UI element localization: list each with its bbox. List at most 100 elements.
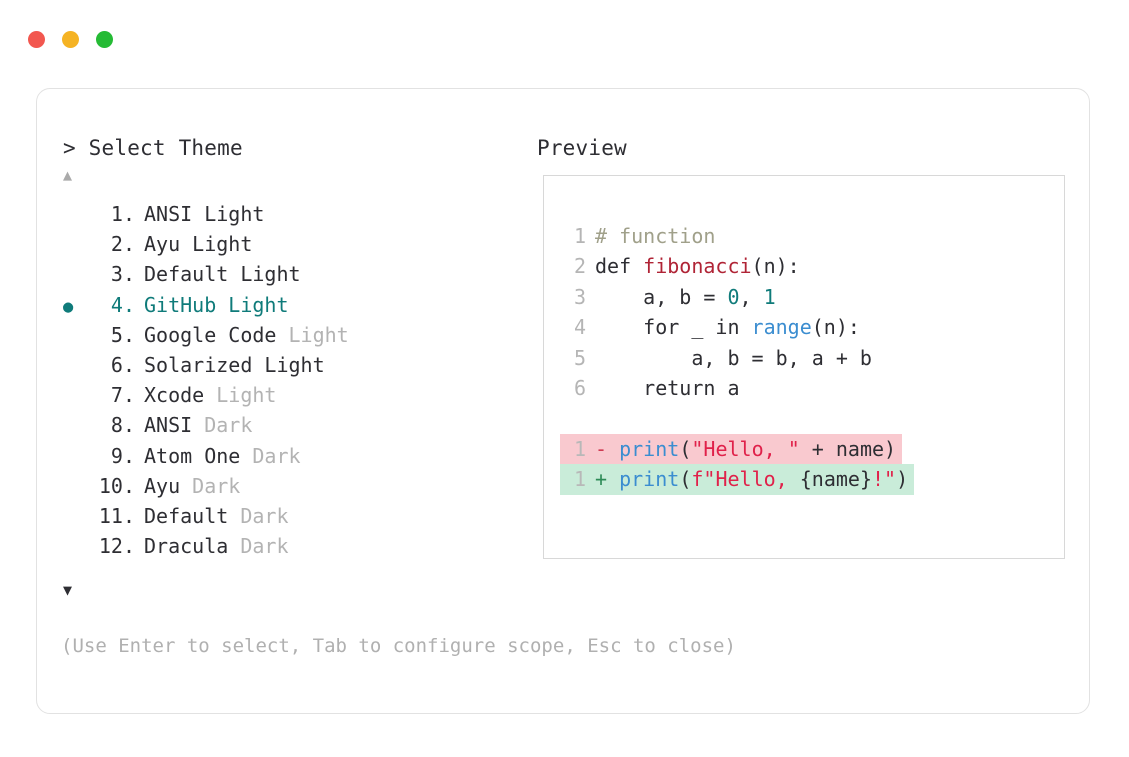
theme-list-item[interactable]: 11. Default Dark [63,501,503,531]
theme-item-label: Google Code Light [144,322,349,347]
theme-item-variant: Dark [240,443,301,468]
token-plain: , [739,284,764,309]
theme-item-label: ANSI Light [144,202,265,226]
code-line: 6 return a [560,373,1064,403]
theme-list-item[interactable]: 9. Atom One Dark [63,441,503,471]
bullet-placeholder [63,201,87,231]
theme-item-index: 11. [98,503,135,528]
diff-marker: + [595,467,620,492]
theme-list: 1.ANSI Light 2. Ayu Light 3. Default Light… [63,199,503,561]
theme-item-label: ANSI Dark [144,413,253,438]
code-text: a, b = b, a + b [586,343,872,373]
theme-item-variant: Dark [180,473,241,498]
diff-block: 1- print("Hello, " + name)1+ print(f"Hel… [560,433,1064,495]
token-plain: (n): [811,315,860,340]
token-builtin: print [619,467,680,492]
theme-item-label: Default Dark [144,503,289,528]
token-plain: def [595,254,644,279]
diff-line-number: 1 [560,433,586,465]
theme-item-index: 4. [98,292,135,317]
preview-heading: Preview [537,136,627,160]
minimize-dot[interactable] [62,31,79,48]
theme-item-variant: Light [204,383,277,408]
code-text: def fibonacci(n): [586,251,800,281]
theme-item-label: Default Light [144,262,301,287]
select-theme-heading: > Select Theme [63,136,243,160]
diff-line-add: 1+ print(f"Hello, {name}!") [560,464,1064,495]
token-builtin: range [751,315,812,340]
token-plain: ) [896,467,909,492]
line-number: 3 [573,284,586,309]
line-number: 6 [573,375,586,400]
line-number: 1 [573,224,586,248]
maximize-dot[interactable] [96,31,113,48]
token-num: 1 [763,284,776,309]
bullet-placeholder [63,231,87,261]
bullet-placeholder [63,322,87,352]
theme-item-variant: Dark [228,503,289,528]
theme-item-variant: Light [216,292,289,317]
bullet-placeholder [63,382,87,412]
diff-line-text: + print(f"Hello, {name}!") [586,464,915,495]
line-number: 2 [573,254,586,279]
diff-marker: - [595,436,620,461]
theme-item-variant: Dark [228,534,289,559]
bullet-placeholder [63,261,87,291]
theme-list-item[interactable]: 2. Ayu Light [63,229,503,259]
keyboard-hint: (Use Enter to select, Tab to configure s… [61,635,736,657]
theme-list-item[interactable]: ● 4. GitHub Light [63,290,503,320]
bullet-placeholder [63,443,87,473]
theme-list-item[interactable]: 7.Xcode Light [63,380,503,410]
theme-list-item[interactable]: 5. Google Code Light [63,320,503,350]
code-text: for _ in range(n): [586,312,860,342]
theme-item-label: GitHub Light [144,292,289,317]
code-line: 1 # function [560,221,1064,251]
theme-item-label: Atom One Dark [144,443,301,468]
scroll-down-icon[interactable]: ▼ [63,581,73,599]
line-number: 5 [573,345,586,370]
code-blank-line [560,403,1064,433]
code-text: a, b = 0, 1 [586,282,776,312]
line-number: 4 [573,315,586,340]
token-string: !" [871,467,897,492]
bullet-placeholder [63,473,87,503]
selected-bullet-icon: ● [63,296,74,317]
theme-list-item[interactable]: 6. Solarized Light [63,350,503,380]
code-line: 5 a, b = b, a + b [560,343,1064,373]
theme-list-item[interactable]: 10.Ayu Dark [63,471,503,501]
token-string: f"Hello, [691,467,800,492]
token-plain: return a [595,375,740,400]
theme-item-label: Dracula Dark [144,534,289,559]
theme-item-index: 12. [98,534,135,559]
theme-item-index: 6. [98,352,135,377]
diff-line-del: 1- print("Hello, " + name) [560,433,1064,465]
theme-item-index: 2. [98,232,135,257]
theme-list-item[interactable]: 8.ANSI Dark [63,410,503,440]
token-builtin: print [619,436,680,461]
theme-selector-card: > Select Theme Preview ▲ ▼ 1.ANSI Light … [36,88,1090,714]
theme-item-label: Solarized Light [144,352,325,377]
bullet-placeholder [63,533,87,563]
theme-list-item[interactable]: 3. Default Light [63,259,503,289]
theme-item-index: 3. [98,262,135,287]
token-plain: a, b = [595,284,728,309]
theme-item-variant: Light [276,322,349,347]
theme-item-label: Ayu Light [144,232,253,257]
token-plain: {name} [799,467,872,492]
theme-item-index: 5. [98,322,135,347]
token-comment: # function [595,224,716,248]
theme-item-index: 9. [98,443,135,468]
token-plain: ( [679,436,692,461]
diff-line-text: - print("Hello, " + name) [586,433,903,465]
token-plain: a, b = b, a + b [595,345,872,370]
close-dot[interactable] [28,31,45,48]
theme-list-item[interactable]: 1.ANSI Light [63,199,503,229]
code-text: # function [586,221,715,251]
scroll-up-icon[interactable]: ▲ [63,166,73,184]
bullet-placeholder [63,352,87,382]
token-plain: ( [679,467,692,492]
code-line: 3 a, b = 0, 1 [560,282,1064,312]
theme-list-item[interactable]: 12. Dracula Dark [63,531,503,561]
